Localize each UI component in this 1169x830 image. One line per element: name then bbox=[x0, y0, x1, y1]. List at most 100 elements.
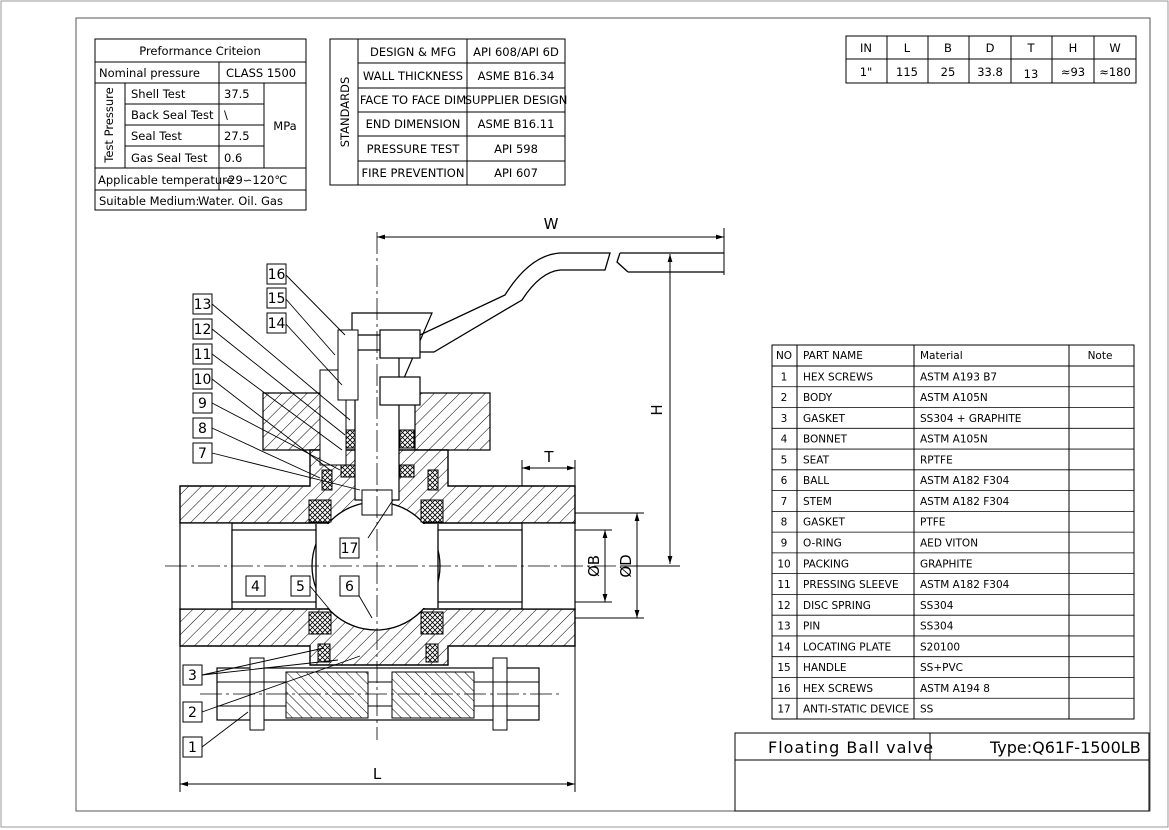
part-material: SS bbox=[920, 704, 934, 716]
medium-value: Water. Oil. Gas bbox=[198, 194, 283, 208]
svg-text:2: 2 bbox=[188, 705, 197, 721]
callout-7: 7 bbox=[192, 442, 213, 464]
part-no: 16 bbox=[777, 683, 791, 695]
part-name: O-RING bbox=[803, 538, 842, 550]
callout-16: 16 bbox=[266, 263, 287, 285]
dim-label-h: H bbox=[648, 404, 666, 415]
dim-label-d: ØD bbox=[617, 554, 635, 577]
part-material: SS304 + GRAPHITE bbox=[920, 413, 1021, 425]
standard-value: ASME B16.11 bbox=[478, 117, 555, 131]
svg-text:13: 13 bbox=[194, 297, 212, 313]
dim-label-t: T bbox=[543, 448, 554, 466]
part-no: 9 bbox=[781, 538, 788, 550]
part-no: 6 bbox=[781, 475, 788, 487]
perf-row-label: Shell Test bbox=[131, 87, 186, 101]
part-name: HANDLE bbox=[803, 662, 847, 674]
nominal-value: CLASS 1500 bbox=[226, 66, 296, 80]
dim-header: B bbox=[944, 41, 952, 55]
part-row: 5 SEAT RPTFE bbox=[781, 454, 953, 466]
callout-1: 1 bbox=[182, 736, 203, 758]
pressure-unit: MPa bbox=[273, 119, 296, 133]
part-name: SEAT bbox=[803, 454, 830, 466]
dim-value: 1" bbox=[860, 65, 873, 79]
callout-8: 8 bbox=[192, 417, 213, 439]
svg-text:7: 7 bbox=[198, 446, 207, 462]
part-no: 11 bbox=[777, 579, 790, 591]
part-material: SS304 bbox=[920, 621, 954, 633]
parts-header: PART NAME bbox=[803, 350, 863, 362]
svg-text:10: 10 bbox=[194, 372, 212, 388]
callout-17: 17 bbox=[339, 537, 360, 559]
standard-item: FIRE PREVENTION bbox=[362, 166, 465, 180]
svg-text:1: 1 bbox=[188, 740, 197, 756]
part-material: ASTM A182 F304 bbox=[920, 496, 1010, 508]
dim-header: L bbox=[904, 41, 911, 55]
callout-4: 4 bbox=[245, 575, 266, 597]
svg-text:15: 15 bbox=[268, 291, 286, 307]
part-material: PTFE bbox=[920, 517, 945, 529]
part-no: 5 bbox=[781, 454, 788, 466]
dim-value: ≈93 bbox=[1061, 65, 1085, 79]
parts-header: NO bbox=[776, 350, 792, 362]
callout-15: 15 bbox=[266, 287, 287, 309]
standards-table: STANDARDS DESIGN & MFG API 608/API 6D WA… bbox=[329, 38, 567, 186]
callout-6: 6 bbox=[339, 575, 360, 597]
part-name: PRESSING SLEEVE bbox=[803, 579, 899, 591]
dim-value: 115 bbox=[896, 65, 918, 79]
perf-row-label: Seal Test bbox=[131, 129, 182, 143]
part-material: ASTM A194 8 bbox=[920, 683, 990, 695]
dim-value: 33.8 bbox=[977, 65, 1003, 79]
part-material: ASTM A105N bbox=[920, 434, 988, 446]
svg-text:4: 4 bbox=[251, 579, 260, 595]
part-material: ASTM A182 F304 bbox=[920, 579, 1010, 591]
part-name: STEM bbox=[803, 496, 832, 508]
part-name: PACKING bbox=[803, 558, 849, 570]
svg-text:9: 9 bbox=[198, 396, 207, 412]
part-name: BODY bbox=[803, 392, 833, 404]
callout-5: 5 bbox=[290, 575, 311, 597]
callout-9: 9 bbox=[192, 392, 213, 414]
part-material: RPTFE bbox=[920, 454, 953, 466]
perf-row-label: Gas Seal Test bbox=[131, 151, 208, 165]
callout-10: 10 bbox=[192, 368, 213, 390]
svg-text:6: 6 bbox=[345, 579, 354, 595]
temp-value: -29∽120℃ bbox=[224, 173, 287, 187]
standard-item: DESIGN & MFG bbox=[370, 45, 456, 59]
standard-value: API 607 bbox=[494, 166, 538, 180]
part-material: ASTM A193 B7 bbox=[920, 371, 997, 383]
part-no: 10 bbox=[777, 558, 790, 570]
medium-label: Suitable Medium: bbox=[99, 194, 199, 208]
dim-value: 25 bbox=[941, 65, 956, 79]
dim-value: ≈180 bbox=[1099, 65, 1131, 79]
part-no: 4 bbox=[781, 434, 788, 446]
svg-text:8: 8 bbox=[198, 421, 207, 437]
perf-row-value: \ bbox=[224, 108, 228, 122]
part-material: ASTM A105N bbox=[920, 392, 988, 404]
parts-header: Note bbox=[1088, 350, 1113, 362]
dim-header: W bbox=[1109, 41, 1120, 55]
callout-3: 3 bbox=[182, 664, 203, 686]
nominal-label: Nominal pressure bbox=[99, 66, 200, 80]
part-name: BONNET bbox=[803, 434, 848, 446]
part-no: 15 bbox=[777, 662, 790, 674]
dim-header: T bbox=[1026, 41, 1035, 55]
dim-label-b: ØB bbox=[585, 555, 603, 577]
part-no: 7 bbox=[781, 496, 788, 508]
perf-row-value: 37.5 bbox=[224, 87, 250, 101]
part-name: HEX SCREWS bbox=[803, 371, 873, 383]
dimensions-table: IN L B D T H W 1" 115 25 33.8 13 ≈93 ≈18… bbox=[845, 35, 1137, 84]
performance-title: Preformance Criteion bbox=[139, 44, 261, 58]
svg-text:5: 5 bbox=[296, 579, 305, 595]
svg-text:3: 3 bbox=[188, 668, 197, 684]
